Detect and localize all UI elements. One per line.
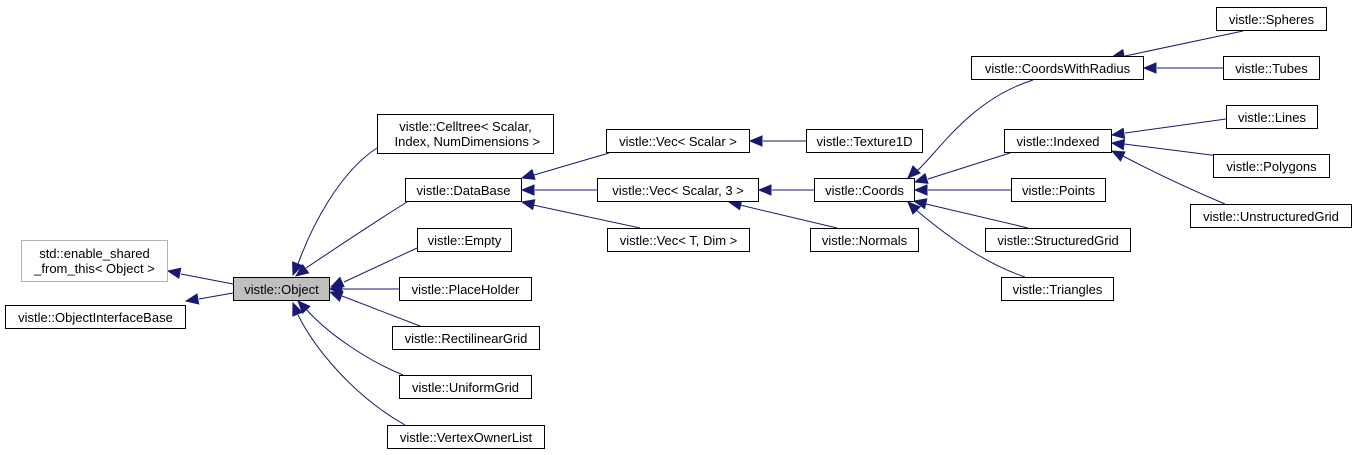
arrowhead [297,300,311,315]
node-object-interface-base[interactable]: vistle::ObjectInterfaceBase [5,305,186,329]
arrowhead [1142,62,1157,74]
node-empty[interactable]: vistle::Empty [417,228,512,252]
arrowhead [292,301,303,317]
node-coords[interactable]: vistle::Coords [814,178,915,202]
edge-triangles-to-coords [907,201,1026,278]
edge-coords-to-vec-scalar3 [757,184,814,196]
edge-uniform-to-object [297,300,404,376]
edge-line [198,292,234,300]
node-tubes[interactable]: vistle::Tubes [1223,56,1320,80]
edge-unstructured-grid-to-indexed [1110,150,1226,205]
node-indexed[interactable]: vistle::Indexed [1004,129,1112,153]
edge-database-to-object [294,201,408,277]
node-vec-scalar-3[interactable]: vistle::Vec< Scalar, 3 > [597,178,759,202]
edge-vec-scalar3-to-database [520,184,597,196]
edge-line [1124,30,1244,57]
edge-structured-grid-to-coords [912,198,1029,229]
edge-line [927,152,1011,180]
edge-line [925,203,1029,229]
edge-tubes-to-coords-with-radius [1142,62,1223,74]
edge-polygons-to-indexed [1110,138,1228,158]
node-vertex-owner-list[interactable]: vistle::VertexOwnerList [387,425,545,449]
edge-celltree-to-object [292,147,378,277]
node-structured-grid[interactable]: vistle::StructuredGrid [985,228,1131,252]
node-placeholder[interactable]: vistle::PlaceHolder [399,277,532,301]
node-vec-t-dim[interactable]: vistle::Vec< T, Dim > [607,228,750,252]
node-polygons[interactable]: vistle::Polygons [1213,154,1330,178]
arrowhead [757,184,772,196]
arrowhead [748,135,763,147]
edge-points-to-coords [913,184,1011,196]
node-database[interactable]: vistle::DataBase [405,178,522,202]
edge-lines-to-indexed [1110,118,1227,139]
arrowhead [292,261,303,277]
arrowhead [913,184,928,196]
arrowhead [913,172,929,184]
edge-coords-with-radius-to-coords [907,79,1034,179]
arrowhead [520,184,535,196]
arrowhead [294,263,310,277]
node-vec-scalar[interactable]: vistle::Vec< Scalar > [606,129,750,153]
edge-line [341,295,421,327]
arrowhead [912,198,928,210]
node-coords-with-radius[interactable]: vistle::CoordsWithRadius [971,56,1144,80]
edge-line [305,308,404,376]
node-normals[interactable]: vistle::Normals [810,228,919,252]
edge-line [1120,154,1226,205]
edge-line [180,273,234,285]
edge-line [297,314,406,426]
node-lines[interactable]: vistle::Lines [1226,105,1318,129]
edge-line [343,247,418,283]
node-points[interactable]: vistle::Points [1011,178,1106,202]
arrowhead [1110,138,1126,151]
edge-indexed-to-coords [913,152,1011,184]
arrowhead [520,199,536,211]
arrowhead [184,293,200,305]
edge-line [915,79,1034,173]
edge-line [739,204,838,229]
node-enable-shared-from-this[interactable]: std::enable_shared _from_this< Object > [21,240,168,282]
edge-line [1124,118,1227,134]
arrowhead [907,165,921,179]
edge-normals-to-vec-scalar3 [727,199,838,229]
edge-line [297,147,378,265]
node-celltree[interactable]: vistle::Celltree< Scalar, Index, NumDime… [377,114,554,154]
edge-line [915,209,1026,278]
edge-enable-shared-to-object [166,267,234,285]
arrowhead [1110,150,1126,162]
node-object: vistle::Object [233,277,330,301]
edge-line [532,204,641,229]
arrowhead [328,291,344,302]
node-spheres[interactable]: vistle::Spheres [1216,7,1327,31]
arrowhead [166,267,182,279]
node-rectilinear-grid[interactable]: vistle::RectilinearGrid [392,326,540,350]
node-unstructured-grid[interactable]: vistle::UnstructuredGrid [1190,204,1352,228]
edge-vertexowner-to-object [292,301,406,426]
node-uniform-grid[interactable]: vistle::UniformGrid [399,375,532,399]
arrowhead [1110,127,1126,139]
edge-line [1123,143,1228,158]
edge-vec-scalar-to-database [520,152,610,180]
arrowhead [907,201,921,215]
edge-texture1d-to-vec-scalar [748,135,806,147]
edge-rectilinear-to-object [328,291,421,327]
edge-line [533,152,610,176]
node-texture1d[interactable]: vistle::Texture1D [806,129,923,153]
edge-line [305,201,408,269]
edge-interface-base-to-object [184,292,234,305]
arrowhead [520,168,536,180]
edge-vec-tdim-to-database [520,199,641,229]
node-triangles[interactable]: vistle::Triangles [1001,277,1114,301]
